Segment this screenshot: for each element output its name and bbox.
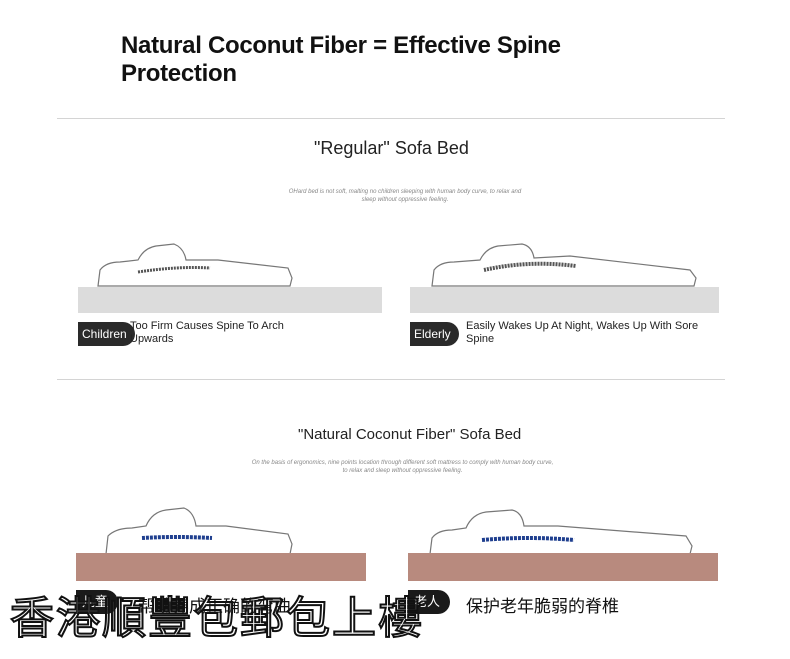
- coconut-left-badge: 儿童: [76, 590, 119, 614]
- divider-top: [57, 118, 725, 119]
- regular-elderly-sleeper-illustration: [431, 243, 697, 287]
- page-headline: Natural Coconut Fiber = Effective Spine …: [121, 32, 561, 87]
- coconut-right-note: 保护老年脆弱的脊椎: [466, 597, 619, 616]
- overlay-watermark-text: 香港順豐包郵包上樓: [9, 592, 424, 645]
- coconut-right-badge: 老人: [408, 590, 451, 614]
- coconut-child-sleeper-illustration: [105, 507, 293, 555]
- coconut-section-title: "Natural Coconut Fiber" Sofa Bed: [298, 426, 522, 443]
- regular-section-caption: OHard bed is not soft, malting no childr…: [288, 189, 522, 203]
- coconut-section-caption: On the basis of ergonomics, nine points …: [251, 460, 554, 474]
- regular-left-badge: Children: [78, 322, 135, 346]
- regular-section-title: "Regular" Sofa Bed: [314, 138, 469, 158]
- coconut-mattress-left: [76, 553, 366, 581]
- regular-child-sleeper-illustration: [97, 243, 293, 287]
- regular-right-note: Easily Wakes Up At Night, Wakes Up With …: [466, 320, 699, 345]
- coconut-left-note: 帮助养成正确的弯曲: [138, 597, 291, 616]
- coconut-mattress-right: [408, 553, 718, 581]
- divider-middle: [57, 379, 725, 380]
- regular-left-note: Too Firm Causes Spine To Arch Upwards: [130, 320, 284, 345]
- regular-mattress-left: [78, 287, 382, 313]
- regular-right-badge: Elderly: [410, 322, 459, 346]
- regular-mattress-right: [410, 287, 719, 313]
- coconut-elderly-sleeper-illustration: [429, 509, 693, 555]
